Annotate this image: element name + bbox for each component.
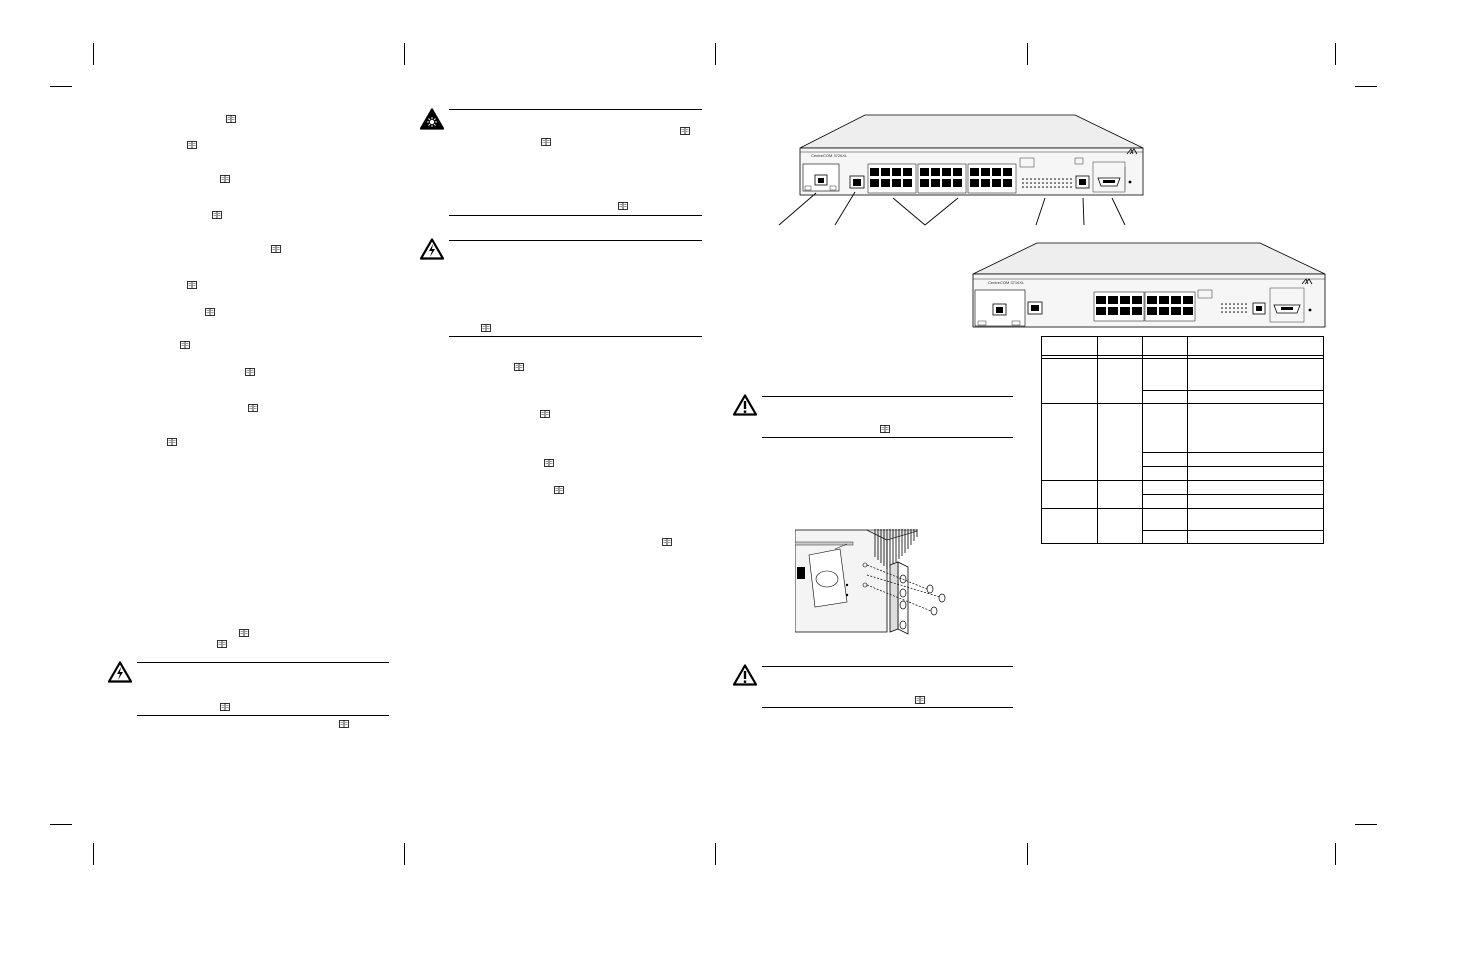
table-cell: [1041, 403, 1098, 481]
table-cell: [1041, 508, 1098, 544]
book-icon: [245, 368, 255, 376]
table-row: [1041, 508, 1324, 544]
table-cell: [1142, 403, 1188, 453]
electrical-hazard-icon: [108, 661, 132, 683]
table-cell: [1187, 452, 1324, 467]
table-cell: [1187, 358, 1324, 391]
table-header-row: [1041, 336, 1324, 356]
book-icon: [180, 341, 190, 349]
book-icon: [217, 640, 227, 648]
table-cell: [1097, 358, 1143, 404]
electrical-hazard-icon: [420, 238, 444, 260]
book-icon: [271, 245, 281, 253]
caution-rule-top: [762, 666, 1013, 667]
table-cell: [1097, 480, 1143, 509]
led-spec-table: [1041, 336, 1324, 544]
table-cell: [1187, 530, 1324, 544]
device-model-label: CentreCOM 3726XL: [811, 153, 848, 158]
caution-rule-top: [449, 240, 702, 241]
caution-rule-top: [449, 109, 702, 110]
rack-bracket-illustration: [795, 529, 946, 635]
table-cell: [1187, 403, 1324, 453]
table-row: [1042, 530, 1324, 544]
book-icon: [514, 363, 524, 371]
book-icon: [544, 459, 554, 467]
table-cell: [1142, 480, 1188, 495]
book-icon: [481, 324, 491, 332]
table-header-cell: [1041, 336, 1098, 356]
table-cell: [1041, 358, 1098, 404]
book-icon: [239, 629, 249, 637]
caution-rule-top: [762, 396, 1013, 397]
table-cell: [1187, 494, 1324, 509]
book-icon: [915, 696, 925, 704]
table-header-cell: [1187, 336, 1324, 356]
book-icon: [680, 127, 690, 135]
caution-rule-bottom: [762, 437, 1013, 438]
book-icon: [554, 486, 564, 494]
table-cell: [1142, 508, 1188, 531]
table-cell: [1041, 480, 1098, 509]
table-cell: [1187, 466, 1324, 481]
table-header-cell: [1097, 336, 1143, 356]
book-icon: [618, 202, 628, 210]
table-row: [1041, 358, 1324, 404]
table-header-cell: [1142, 336, 1188, 356]
book-icon: [540, 410, 550, 418]
device-model-label: CentreCOM 3716XL: [988, 280, 1025, 285]
table-row: [1041, 480, 1324, 509]
caution-rule-bottom: [137, 715, 389, 716]
table-cell: [1142, 466, 1188, 481]
book-icon: [220, 703, 230, 711]
book-icon: [541, 138, 551, 146]
table-cell: [1142, 530, 1188, 544]
warning-triangle-icon: [733, 394, 757, 416]
caution-rule-bottom: [762, 707, 1013, 708]
caution-rule-bottom: [449, 336, 702, 337]
table-cell: [1097, 508, 1143, 544]
table-cell: [1142, 390, 1188, 404]
book-icon: [339, 720, 349, 728]
switch-front-illustration-24port: CentreCOM 3726XL: [778, 114, 1144, 226]
book-icon: [167, 438, 177, 446]
book-icon: [248, 404, 258, 412]
table-cell: [1142, 452, 1188, 467]
book-icon: [220, 175, 230, 183]
book-icon: [212, 211, 222, 219]
table-cell: [1097, 403, 1143, 481]
warning-triangle-icon: [733, 664, 757, 686]
table-cell: [1142, 494, 1188, 509]
table-cell: [1187, 390, 1324, 404]
book-icon: [205, 308, 215, 316]
book-icon: [187, 141, 197, 149]
table-row: [1042, 466, 1324, 481]
book-icon: [226, 115, 236, 123]
caution-rule-bottom: [449, 215, 702, 216]
book-icon: [662, 538, 672, 546]
table-cell: [1142, 358, 1188, 391]
caution-rule-top: [137, 662, 389, 663]
table-cell: [1187, 480, 1324, 495]
table-cell: [1187, 508, 1324, 531]
book-icon: [880, 425, 890, 433]
switch-front-illustration-16port: CentreCOM 3716XL: [972, 242, 1326, 328]
table-row: [1041, 403, 1324, 481]
book-icon: [187, 281, 197, 289]
laser-hazard-icon: [420, 108, 444, 130]
